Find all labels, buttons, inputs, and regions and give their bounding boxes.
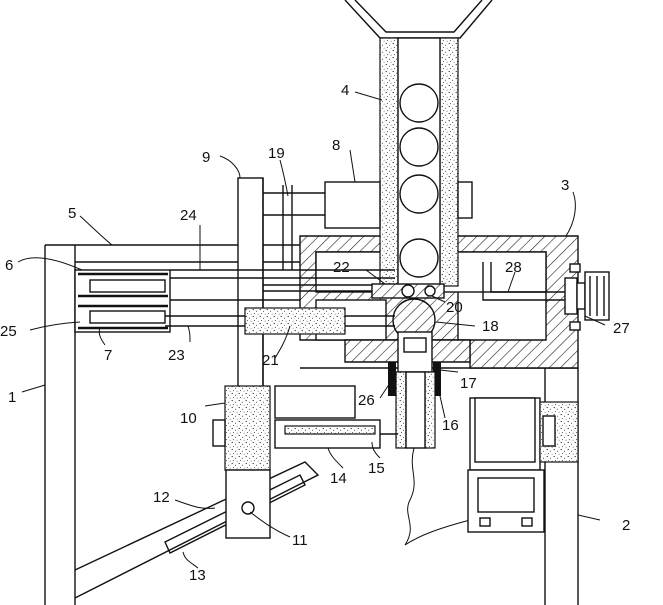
label-14: 14 bbox=[330, 470, 347, 487]
label-12: 12 bbox=[153, 489, 170, 506]
bracket-and-fan bbox=[482, 262, 610, 331]
part-labels: 1 2 3 4 5 6 7 8 9 10 11 12 13 14 15 16 1… bbox=[0, 82, 630, 584]
ball-clamp bbox=[344, 283, 471, 373]
label-28: 28 bbox=[505, 259, 522, 276]
collector-unit bbox=[467, 397, 579, 533]
label-23: 23 bbox=[168, 347, 185, 364]
chute bbox=[74, 461, 320, 599]
feed-pipe bbox=[379, 37, 459, 287]
label-15: 15 bbox=[368, 460, 385, 477]
label-25: 25 bbox=[0, 323, 17, 340]
push-rod bbox=[165, 307, 395, 335]
motor-block bbox=[263, 181, 473, 229]
label-10: 10 bbox=[180, 410, 197, 427]
label-16: 16 bbox=[442, 417, 459, 434]
hopper bbox=[344, 0, 493, 39]
label-20: 20 bbox=[446, 299, 463, 316]
label-2: 2 bbox=[622, 517, 630, 534]
label-21: 21 bbox=[262, 352, 279, 369]
seal-and-tube bbox=[388, 362, 441, 449]
label-24: 24 bbox=[180, 207, 197, 224]
label-18: 18 bbox=[482, 318, 499, 335]
label-27: 27 bbox=[613, 320, 630, 337]
label-4: 4 bbox=[341, 82, 349, 99]
label-11: 11 bbox=[292, 532, 308, 549]
label-8: 8 bbox=[332, 137, 340, 154]
label-26: 26 bbox=[358, 392, 375, 409]
label-5: 5 bbox=[68, 205, 76, 222]
label-7: 7 bbox=[104, 347, 112, 364]
label-9: 9 bbox=[202, 149, 210, 166]
label-22: 22 bbox=[333, 259, 350, 276]
label-19: 19 bbox=[268, 145, 285, 162]
label-13: 13 bbox=[189, 567, 206, 584]
label-17: 17 bbox=[460, 375, 477, 392]
leader-lines bbox=[17, 91, 606, 569]
hose bbox=[404, 447, 471, 546]
label-1: 1 bbox=[8, 389, 16, 406]
cylinder-unit bbox=[212, 385, 398, 471]
upper-rods bbox=[170, 185, 395, 292]
label-6: 6 bbox=[5, 257, 13, 274]
spring-assembly bbox=[74, 269, 300, 333]
label-3: 3 bbox=[561, 177, 569, 194]
